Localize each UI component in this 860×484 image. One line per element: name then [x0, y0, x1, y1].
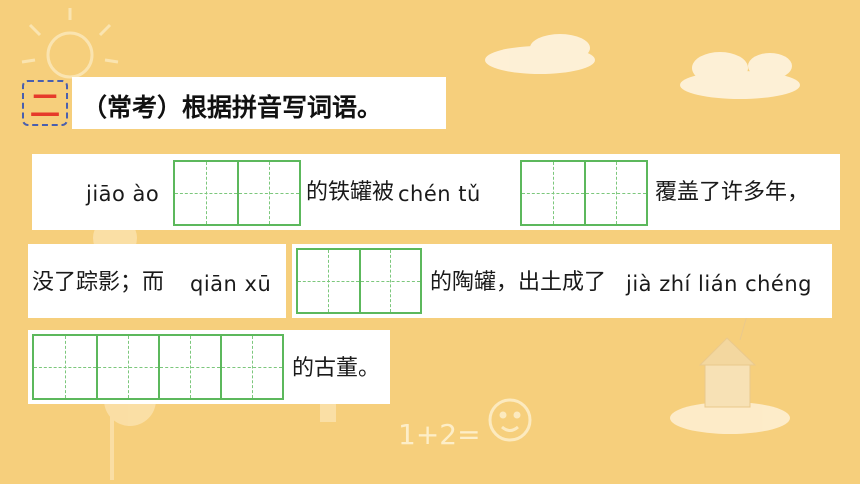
- question-line-1-panel: [32, 154, 840, 230]
- text-fugai: 覆盖了许多年，: [655, 180, 810, 205]
- section-title-panel: [72, 77, 446, 129]
- question-line-2-left-panel: [28, 244, 286, 318]
- grid-cell[interactable]: [237, 162, 299, 224]
- text-mei-le-zong-ying: 没了踪影；而: [32, 270, 165, 295]
- grid-cell[interactable]: [298, 250, 359, 312]
- section-title: （常考）根据拼音写词语。: [82, 93, 383, 122]
- grid-cell[interactable]: [522, 162, 584, 224]
- grid-cell[interactable]: [584, 162, 646, 224]
- text-tao-guan: 的陶罐，出土成了: [430, 270, 607, 295]
- pinyin-jiao-ao: jiāo ào: [86, 182, 160, 206]
- section-number-badge: 二: [22, 80, 68, 126]
- answer-grid-4[interactable]: [32, 334, 284, 400]
- pinyin-qian-xu: qiān xū: [190, 272, 272, 296]
- doodle-text: 1+2=: [398, 418, 481, 451]
- sun-icon: [21, 8, 119, 79]
- grid-cell[interactable]: [220, 336, 282, 398]
- text-tiegu-bei: 的铁罐被: [306, 180, 395, 205]
- grid-cell[interactable]: [358, 250, 421, 312]
- grid-cell[interactable]: [34, 336, 96, 398]
- pinyin-chen-tu: chén tǔ: [398, 182, 481, 206]
- grid-cell[interactable]: [96, 336, 158, 398]
- smiley-icon: [488, 398, 532, 442]
- answer-grid-3[interactable]: [296, 248, 422, 314]
- cloud-icon: [485, 34, 800, 99]
- answer-grid-2[interactable]: [520, 160, 648, 226]
- answer-grid-1[interactable]: [173, 160, 301, 226]
- pinyin-jia-zhi-lian-cheng: jià zhí lián chéng: [626, 272, 812, 296]
- text-gu-dong: 的古董。: [292, 356, 381, 381]
- grid-cell[interactable]: [175, 162, 237, 224]
- section-number: 二: [30, 89, 60, 124]
- grid-cell[interactable]: [158, 336, 220, 398]
